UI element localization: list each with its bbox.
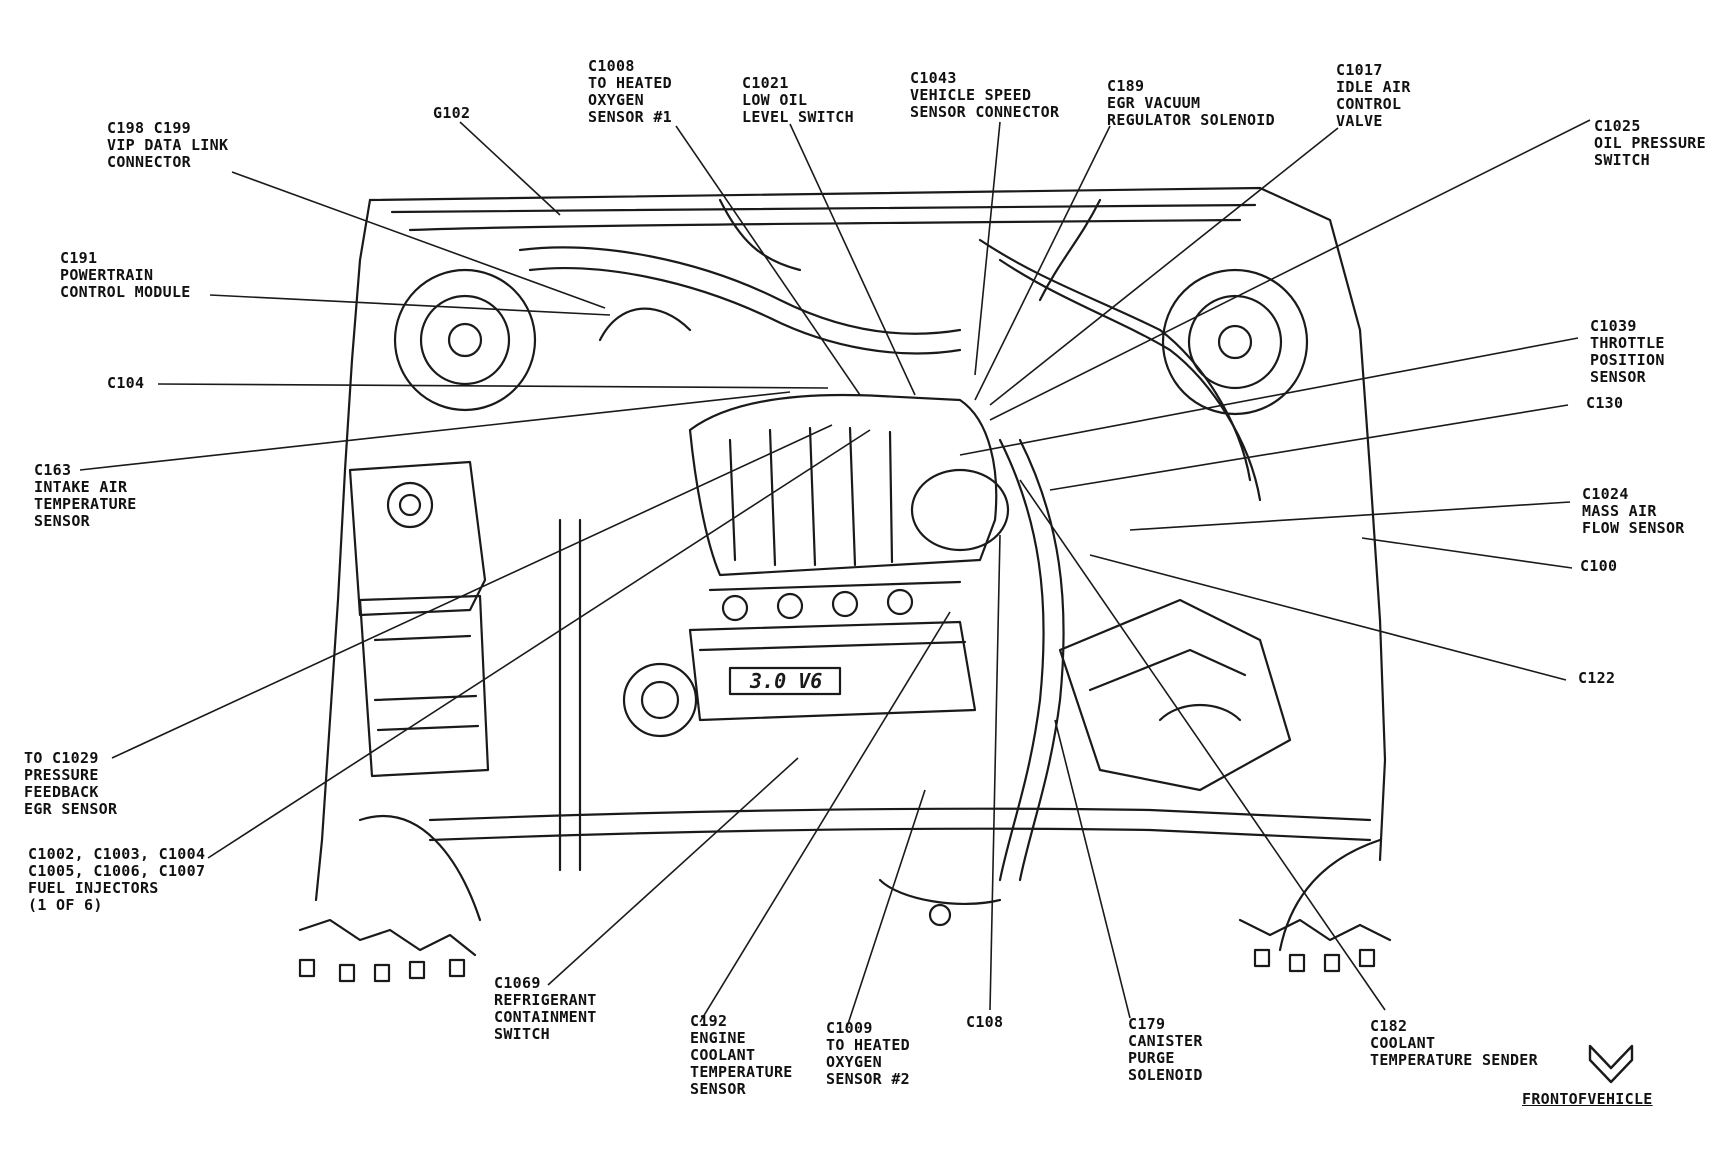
callout-c191: C191 POWERTRAIN CONTROL MODULE bbox=[60, 249, 191, 301]
callout-c104: C104 bbox=[107, 374, 145, 392]
leader-c1017 bbox=[989, 127, 1339, 406]
leader-c179 bbox=[1054, 719, 1131, 1019]
leader-c1069 bbox=[547, 757, 799, 986]
leader-c104 bbox=[157, 383, 829, 389]
leader-c1039 bbox=[959, 337, 1579, 456]
leader-c192 bbox=[699, 611, 951, 1023]
callout-c1008: C1008 TO HEATED OXYGEN SENSOR #1 bbox=[588, 57, 672, 126]
callout-c1021: C1021 LOW OIL LEVEL SWITCH bbox=[742, 74, 854, 126]
callout-g102: G102 bbox=[433, 104, 471, 122]
leader-c182 bbox=[1019, 479, 1386, 1011]
leader-c1043 bbox=[974, 121, 1001, 376]
leader-c1024 bbox=[1129, 501, 1571, 531]
callout-c1069: C1069 REFRIGERANT CONTAINMENT SWITCH bbox=[494, 974, 597, 1043]
callout-c182: C182 COOLANT TEMPERATURE SENDER bbox=[1370, 1017, 1538, 1069]
front-of-vehicle-label: FRONTOFVEHICLE bbox=[1522, 1090, 1653, 1108]
callout-c100: C100 bbox=[1580, 557, 1618, 575]
leader-g102 bbox=[459, 121, 561, 216]
callout-c1025: C1025 OIL PRESSURE SWITCH bbox=[1594, 117, 1706, 169]
callout-c1002-fuel-injectors: C1002, C1003, C1004 C1005, C1006, C1007 … bbox=[28, 845, 206, 914]
callout-c192: C192 ENGINE COOLANT TEMPERATURE SENSOR bbox=[690, 1012, 793, 1098]
leader-c1029 bbox=[111, 424, 833, 759]
callout-c108: C108 bbox=[966, 1013, 1004, 1031]
leader-c1025 bbox=[989, 119, 1591, 421]
leader-c163 bbox=[79, 391, 791, 471]
callout-c1024: C1024 MASS AIR FLOW SENSOR bbox=[1582, 485, 1685, 537]
callout-c163: C163 INTAKE AIR TEMPERATURE SENSOR bbox=[34, 461, 137, 530]
callout-c1029: TO C1029 PRESSURE FEEDBACK EGR SENSOR bbox=[24, 749, 118, 818]
callout-c122: C122 bbox=[1578, 669, 1616, 687]
leader-c122 bbox=[1089, 554, 1567, 681]
callout-c1039: C1039 THROTTLE POSITION SENSOR bbox=[1590, 317, 1665, 386]
leader-c1009 bbox=[845, 789, 926, 1031]
leader-c198 bbox=[231, 171, 606, 309]
leader-c191 bbox=[209, 294, 611, 316]
leader-c189 bbox=[974, 125, 1111, 401]
front-arrow-icon bbox=[1588, 1044, 1634, 1084]
callout-c1009: C1009 TO HEATED OXYGEN SENSOR #2 bbox=[826, 1019, 910, 1088]
callout-c130: C130 bbox=[1586, 394, 1624, 412]
engine-badge-text: 3.0 V6 bbox=[749, 669, 822, 693]
leader-c130 bbox=[1049, 404, 1569, 491]
callout-c1043: C1043 VEHICLE SPEED SENSOR CONNECTOR bbox=[910, 69, 1060, 121]
leader-lines bbox=[79, 119, 1591, 1031]
leader-c1021 bbox=[789, 123, 916, 396]
leader-c100 bbox=[1361, 537, 1573, 569]
leader-c108 bbox=[989, 534, 1001, 1011]
callout-c189: C189 EGR VACUUM REGULATOR SOLENOID bbox=[1107, 77, 1275, 129]
callout-c179: C179 CANISTER PURGE SOLENOID bbox=[1128, 1015, 1203, 1084]
callout-c198-c199: C198 C199 VIP DATA LINK CONNECTOR bbox=[107, 119, 229, 171]
callout-c1017: C1017 IDLE AIR CONTROL VALVE bbox=[1336, 61, 1411, 130]
leader-c1002 bbox=[207, 429, 871, 859]
leader-c1008 bbox=[675, 125, 861, 396]
